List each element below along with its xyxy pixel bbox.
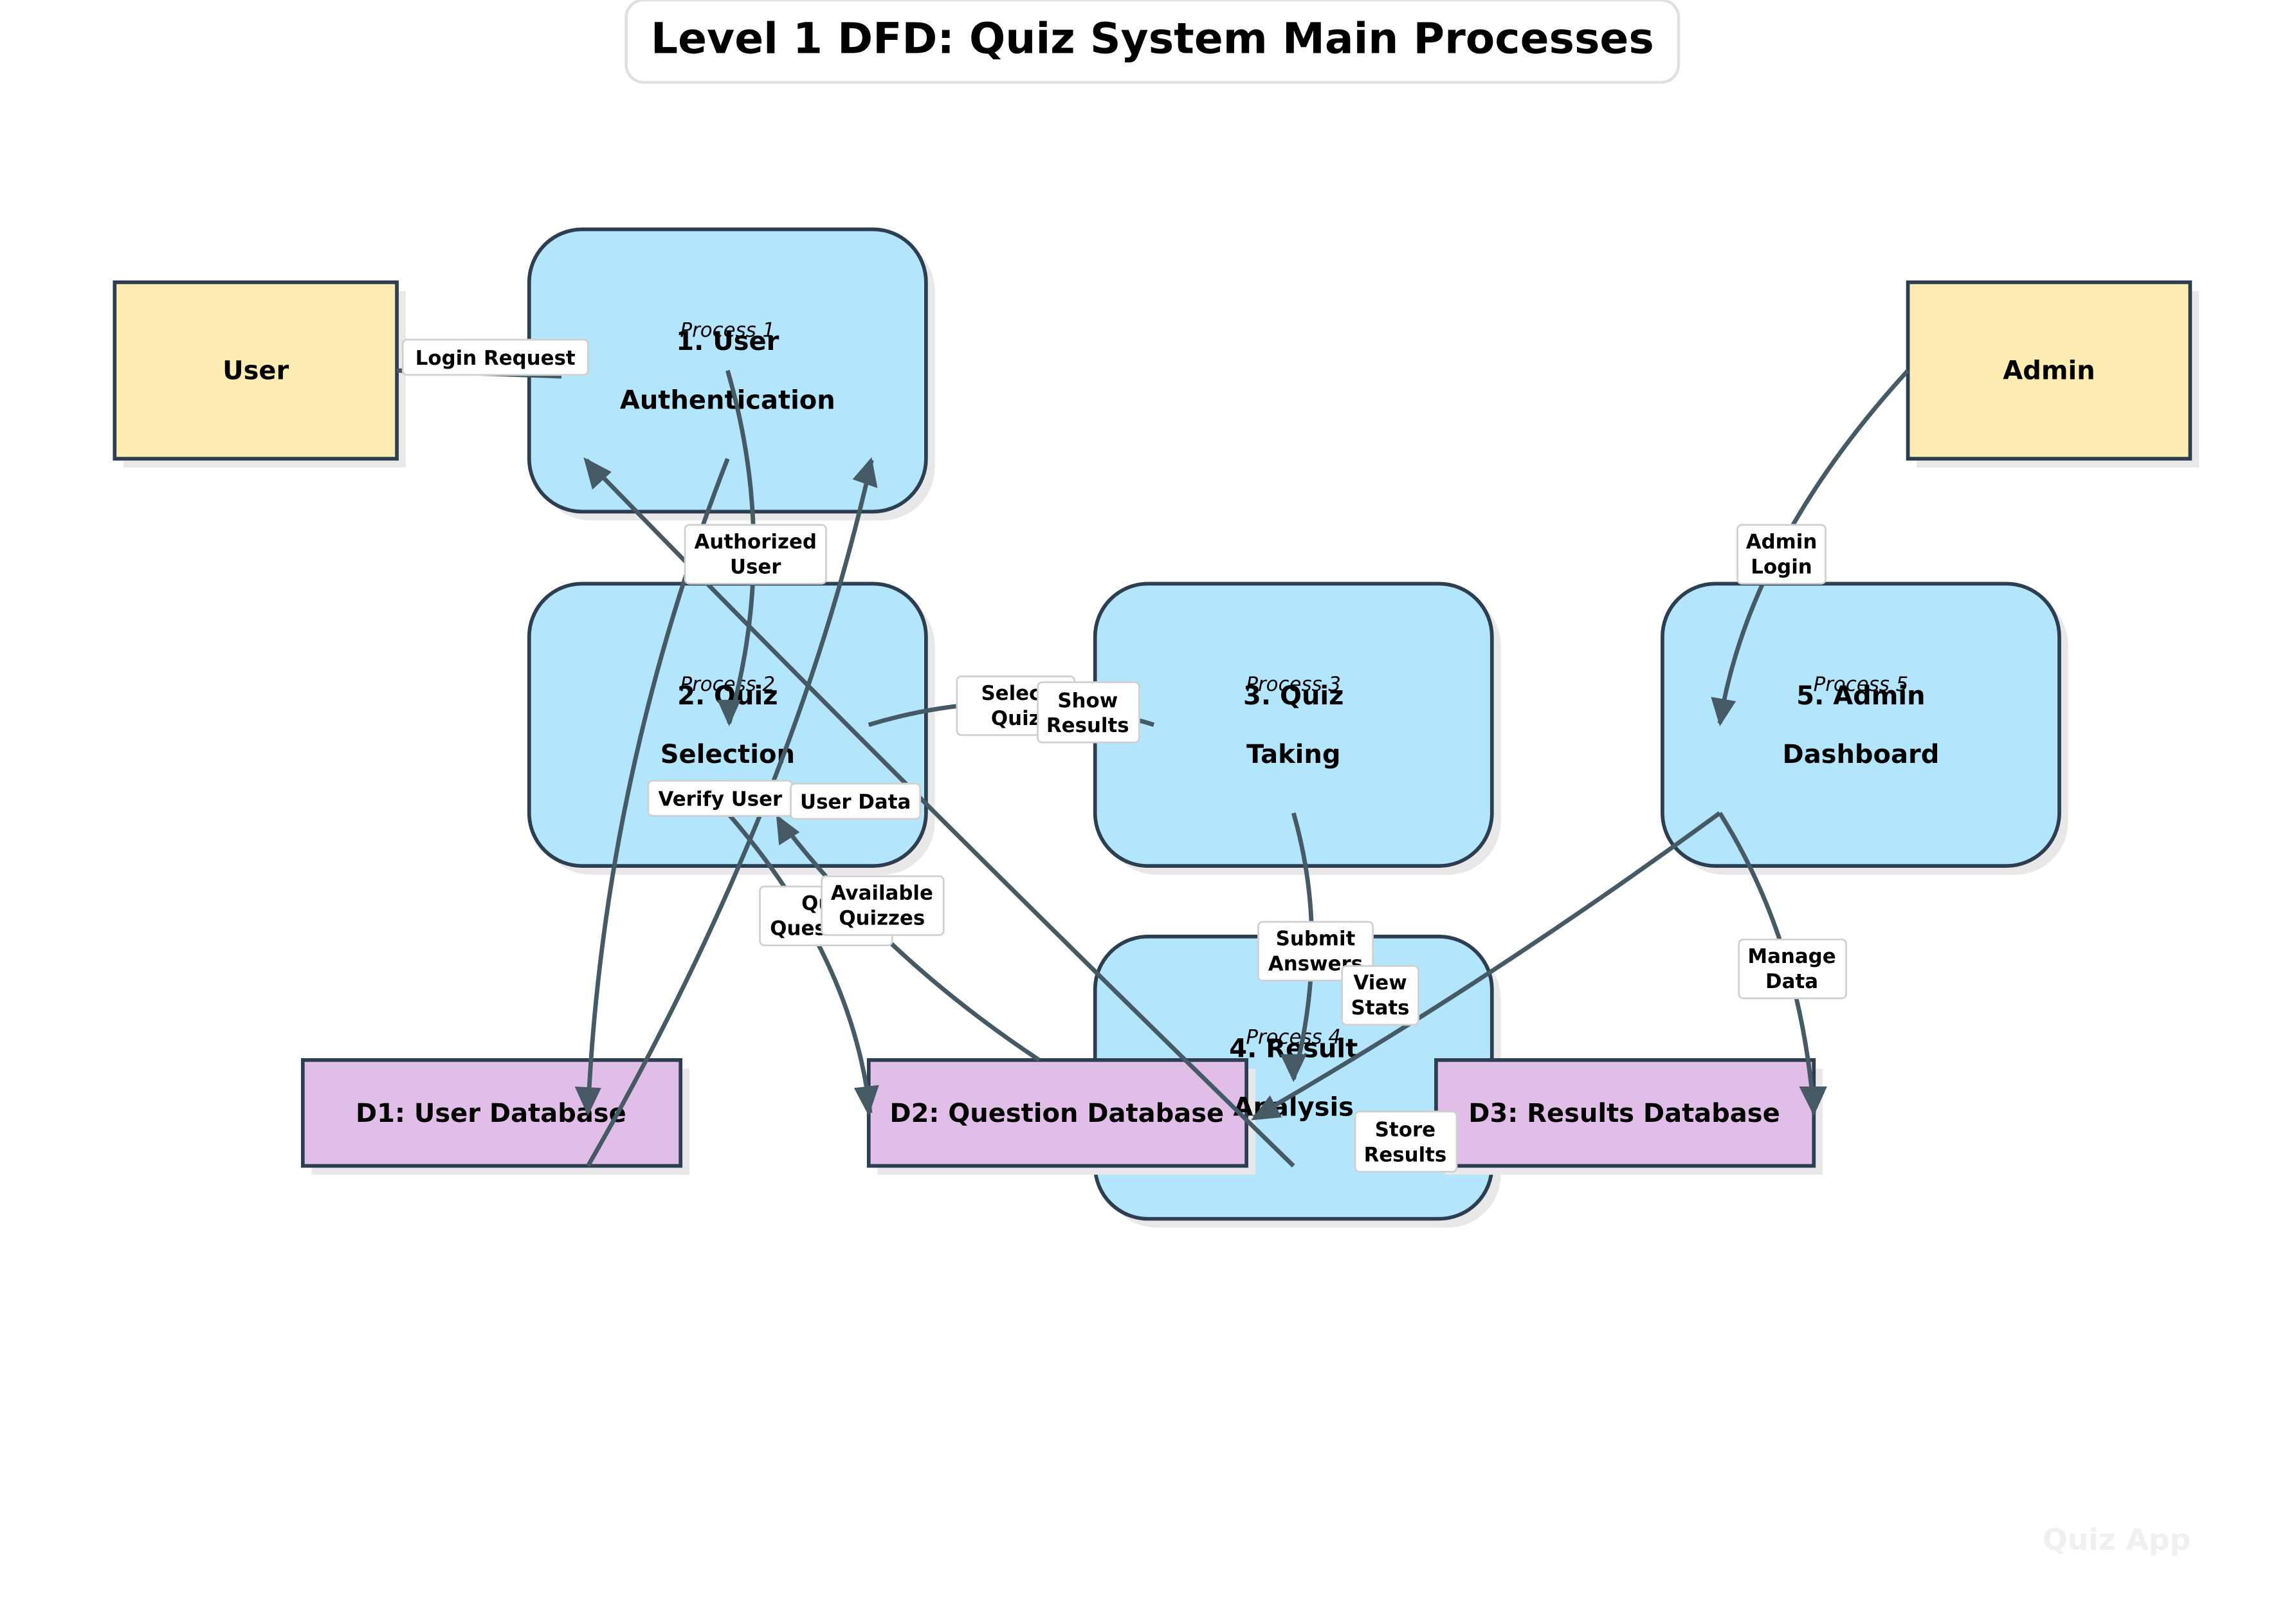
- process-5-line1: 5. Admin: [1796, 681, 1925, 711]
- arrowhead: [776, 814, 800, 846]
- store-d3-label: D3: Results Database: [1468, 1099, 1780, 1128]
- process-3-number: Process 3: [1246, 673, 1341, 696]
- diagram-title: Level 1 DFD: Quiz System Main Processes: [651, 13, 1654, 63]
- process-2: Process 2 2. Quiz Selection: [527, 582, 935, 875]
- flow-label-authorized-user: Authorized User: [684, 524, 827, 585]
- svg-text:View: View: [1353, 971, 1407, 995]
- watermark: Quiz App: [2043, 1523, 2191, 1557]
- flow-label-user-data: User Data: [790, 782, 922, 820]
- store-d2: D2: Question Database: [866, 1058, 1255, 1175]
- svg-text:Admin: Admin: [1746, 530, 1818, 553]
- process-3-line1: 3. Quiz: [1243, 681, 1344, 711]
- svg-text:Show: Show: [1057, 689, 1118, 712]
- arrowhead: [1250, 1095, 1282, 1121]
- process-5-number: Process 5: [1814, 673, 1909, 696]
- svg-text:Login: Login: [1751, 555, 1812, 578]
- flow-label-view-stats: View Stats: [1341, 965, 1419, 1026]
- process-1: Process 1 1. User Authentication: [527, 227, 935, 521]
- svg-text:Results: Results: [1364, 1144, 1447, 1167]
- flow-label-verify-user: Verify User: [647, 780, 794, 817]
- store-d1: D1: User Database: [300, 1058, 689, 1175]
- svg-text:User Data: User Data: [800, 791, 911, 814]
- svg-text:Data: Data: [1765, 970, 1818, 993]
- process-2-number: Process 2: [680, 673, 775, 696]
- svg-text:Verify User: Verify User: [659, 787, 783, 811]
- entity-admin: Admin: [1906, 280, 2200, 468]
- process-4-number: Process 4: [1246, 1026, 1341, 1049]
- store-d3: D3: Results Database: [1434, 1058, 1823, 1175]
- title-box: Level 1 DFD: Quiz System Main Processes: [624, 0, 1681, 84]
- arrowhead: [853, 1085, 879, 1116]
- flow-label-store-results: Store Results: [1354, 1110, 1458, 1173]
- process-1-number: Process 1: [680, 318, 775, 342]
- entity-admin-label: Admin: [2003, 356, 2095, 386]
- arrowhead: [574, 1086, 601, 1116]
- arrowhead: [1799, 1086, 1827, 1116]
- svg-text:Quizzes: Quizzes: [839, 907, 925, 930]
- svg-text:Submit: Submit: [1276, 928, 1356, 951]
- arrowhead: [583, 457, 612, 490]
- flow-available-quizzes: [777, 817, 1041, 1062]
- process-1-line2: Authentication: [620, 385, 835, 415]
- flow-label-login-request: Login Request: [401, 338, 589, 376]
- svg-text:Quiz: Quiz: [991, 707, 1041, 730]
- flow-label-available-quizzes: Available Quizzes: [821, 875, 945, 936]
- svg-text:Available: Available: [831, 882, 933, 905]
- flow-quiz-questions: [725, 811, 873, 1114]
- process-5: Process 5 5. Admin Dashboard: [1661, 582, 2068, 875]
- process-5-line2: Dashboard: [1783, 740, 1940, 769]
- process-3-line2: Taking: [1246, 740, 1341, 769]
- svg-text:Manage: Manage: [1747, 945, 1836, 968]
- flow-label-show-results: Show Results: [1037, 681, 1140, 744]
- store-d1-label: D1: User Database: [356, 1099, 626, 1128]
- svg-text:Stats: Stats: [1351, 996, 1410, 1020]
- flow-label-manage-data: Manage Data: [1738, 939, 1847, 1000]
- arrowhead: [717, 699, 741, 727]
- entity-user-label: User: [223, 356, 289, 386]
- process-2-line2: Selection: [661, 740, 795, 769]
- process-1-line1: 1. User: [676, 327, 779, 356]
- svg-text:Results: Results: [1046, 714, 1129, 737]
- svg-text:Store: Store: [1375, 1119, 1435, 1142]
- svg-text:Authorized: Authorized: [695, 530, 817, 553]
- arrowhead: [1711, 697, 1736, 727]
- svg-text:User: User: [730, 555, 781, 578]
- entity-user: User: [113, 280, 406, 468]
- svg-text:Login Request: Login Request: [415, 347, 576, 370]
- store-d2-label: D2: Question Database: [889, 1099, 1224, 1128]
- flow-label-admin-login: Admin Login: [1736, 524, 1827, 585]
- process-3: Process 3 3. Quiz Taking: [1093, 582, 1501, 875]
- arrowhead: [852, 457, 878, 488]
- process-4-line2: Analysis: [1234, 1093, 1354, 1123]
- flow-view-stats: [1252, 811, 1722, 1119]
- arrowhead: [1280, 1054, 1307, 1083]
